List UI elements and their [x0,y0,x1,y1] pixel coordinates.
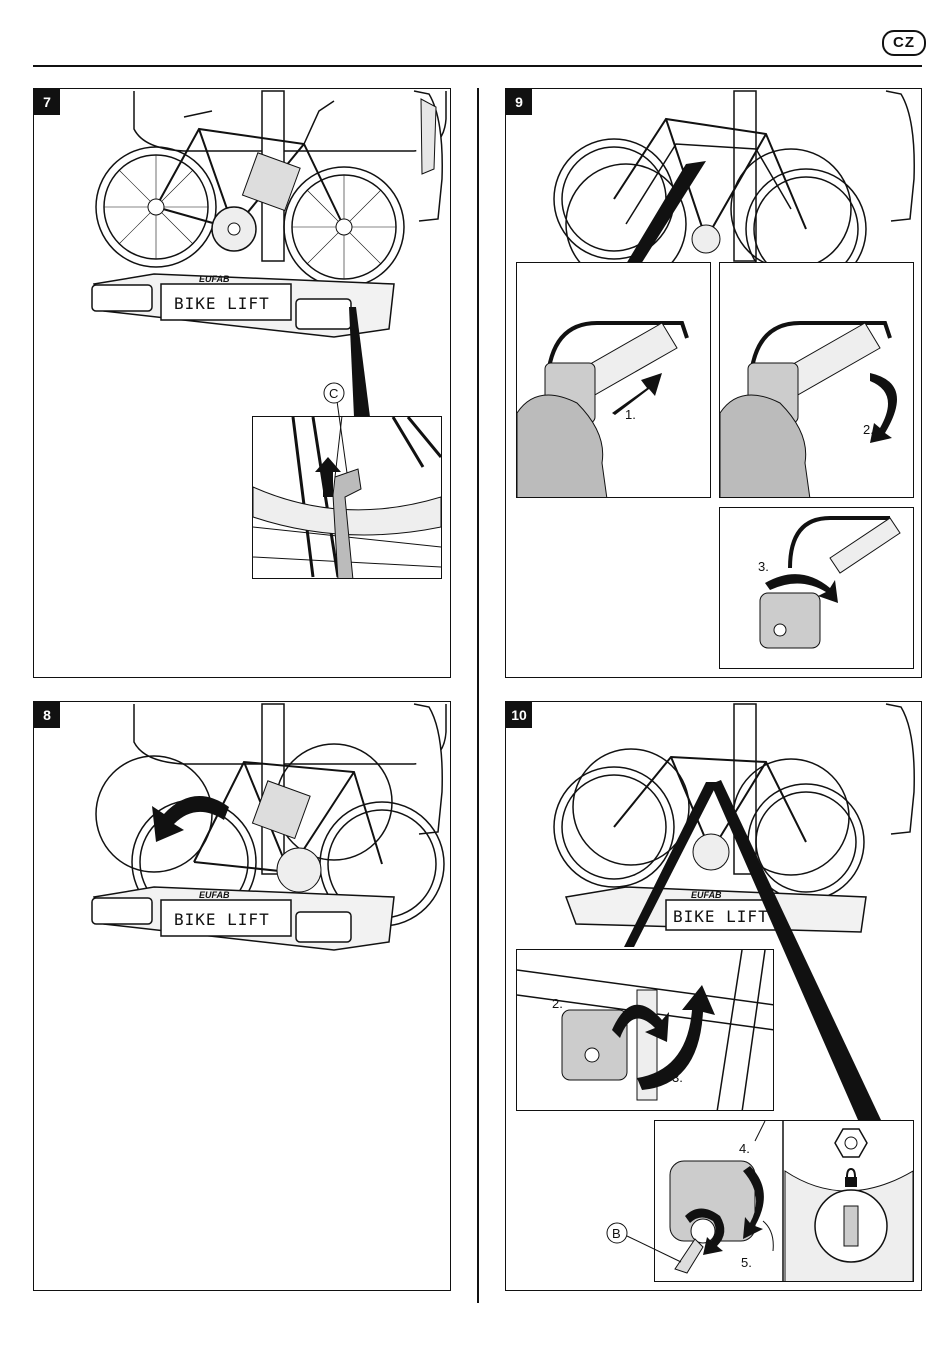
step-10-callout-5: 5. [741,1255,752,1270]
step-10-callout-3: 3. [672,1070,683,1085]
step-10-panel: 10 BIKE LIFT EUFAB 2. 3. [505,701,922,1291]
step-9-inset-2: 2. [719,262,914,498]
step-8-logo-text: EUFAB [199,890,230,900]
step-7-number: 7 [34,89,60,115]
language-badge: CZ [882,30,926,56]
step-7-illustration: BIKE LIFT EUFAB [34,89,451,678]
step-8-panel: 8 BIKE LIFT EUFAB [33,701,451,1291]
step-9-callout-3: 3. [758,559,769,574]
step-10-inset-upper: 2. 3. [516,949,774,1111]
step-10-plate-text: BIKE LIFT [673,907,769,926]
step-9-callout-1: 1. [625,407,636,422]
step-8-illustration: BIKE LIFT EUFAB [34,702,451,1291]
step-7-panel: 7 BIKE LIFT [33,88,451,678]
step-10-logo-text: EUFAB [691,890,722,900]
step-7-detail-inset [252,416,442,579]
step-10-number: 10 [506,702,532,728]
step-10-callout-4: 4. [739,1141,750,1156]
step-9-inset-1: 1. [516,262,711,498]
step-10-callout-2: 2. [552,996,563,1011]
step-9-number: 9 [506,89,532,115]
step-8-number: 8 [34,702,60,728]
step-9-inset-3: 3. [719,507,914,669]
header-rule [33,65,922,67]
step-8-plate-text: BIKE LIFT [174,910,270,929]
step-10-inset-lower: 4. 5. [654,1120,914,1282]
column-divider [477,88,479,1303]
step-9-callout-2: 2. [863,422,874,437]
step-9-panel: 9 1. 2. [505,88,922,678]
step-7-plate-text: BIKE LIFT [174,294,270,313]
step-7-logo-text: EUFAB [199,274,230,284]
